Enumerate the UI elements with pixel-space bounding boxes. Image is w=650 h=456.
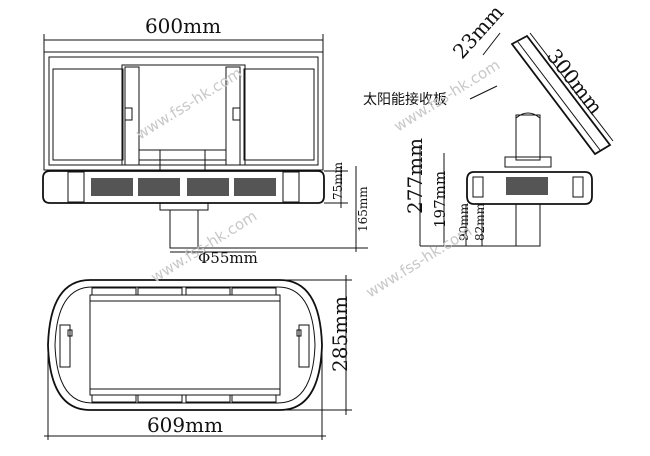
dim-285-label: 285mm — [328, 296, 352, 372]
solar-panel-front — [43, 51, 324, 171]
dim-165-label: 165mm — [356, 186, 370, 232]
dim-600-label: 600mm — [145, 14, 221, 38]
dim-300-label: 300mm — [542, 44, 608, 119]
light-bar-front — [42, 170, 325, 204]
top-view: 285mm 609mm — [44, 275, 352, 440]
top-led-slots — [91, 287, 277, 403]
watermark-text: www.fss-hk.com — [148, 207, 261, 287]
dim-609-label: 609mm — [147, 413, 223, 437]
watermark-text: www.fss-hk.com — [363, 222, 476, 302]
dim-55-label: Φ55mm — [198, 249, 258, 267]
solar-panel-label: 太阳能接收板 — [363, 91, 447, 108]
light-bar-side — [466, 171, 593, 205]
dim-90-label: 90mm — [457, 202, 471, 241]
dim-197-label: 197mm — [431, 171, 449, 228]
panel-bracket — [121, 64, 246, 166]
led-module — [187, 178, 229, 196]
dim-23-label: 23mm — [448, 0, 508, 63]
led-module — [91, 178, 133, 196]
led-modules-front — [91, 178, 276, 196]
dim-82-label: 82mm — [473, 202, 487, 241]
solar-panel-side — [510, 34, 612, 156]
lower-pole — [515, 203, 541, 247]
led-module — [234, 178, 276, 196]
led-module — [506, 177, 548, 195]
dim-75-label: 75mm — [331, 161, 345, 200]
support-post — [515, 114, 541, 161]
dim-277-label: 277mm — [403, 138, 427, 214]
watermark-text: www.fss-hk.com — [133, 64, 246, 144]
led-module — [138, 178, 180, 196]
light-bar-top-outline — [47, 279, 323, 411]
front-view: 600mm Φ55mm — [42, 14, 370, 267]
